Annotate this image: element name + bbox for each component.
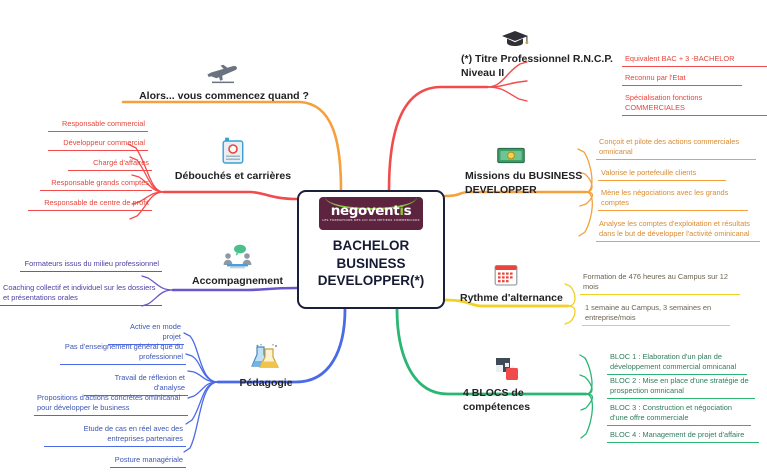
wire-titre-b3 [486, 86, 528, 102]
leaf-titre-2[interactable]: Reconnu par l'Etat [622, 73, 742, 86]
leaf-blocs-2[interactable]: BLOC 2 : Mise en place d'une stratégie d… [607, 376, 755, 399]
branch-head-blocs[interactable]: 4 BLOCS de compétences [463, 352, 593, 414]
wire-pedagogie-b3 [187, 370, 219, 383]
leaf-pedagogie-2[interactable]: Pas d'enseignement général que du profes… [60, 342, 186, 365]
leaf-blocs-4[interactable]: BLOC 4 : Management de projet d'affaire [607, 430, 759, 443]
puzzle-piece-icon [463, 352, 625, 382]
leaf-debouches-3[interactable]: Chargé d'affaires [68, 158, 152, 171]
logo-accent-dot: i [399, 203, 404, 219]
negoventis-logo: negoventis LES FORMATIONS DES CCI AUX ME… [319, 197, 423, 230]
branch-label-debouches: Débouchés et carrières [174, 170, 292, 182]
branch-head-rythme[interactable]: Rythme d'alternance [460, 257, 580, 306]
center-node[interactable]: negoventis LES FORMATIONS DES CCI AUX ME… [297, 190, 445, 309]
leaf-pedagogie-5[interactable]: Etude de cas en réel avec des entreprise… [44, 424, 186, 447]
branch-label-titre: (*) Titre Professionnel R.N.C.P. Niveau … [461, 53, 613, 79]
wire-pedagogie-b1 [183, 332, 219, 383]
lab-flask-icon [251, 342, 281, 372]
leaf-blocs-3[interactable]: BLOC 3 : Construction et négociation d'u… [607, 403, 751, 426]
leaf-accompagnement-2[interactable]: Coaching collectif et individuel sur les… [0, 283, 162, 306]
leaf-pedagogie-1[interactable]: Active en mode projet [108, 322, 184, 345]
leaf-rythme-2[interactable]: 1 semaine au Campus, 3 semaines en entre… [582, 303, 730, 326]
leaf-missions-3[interactable]: Mène les négociations avec les grands co… [598, 188, 748, 211]
airplane-takeoff-icon [207, 55, 241, 85]
branch-head-missions[interactable]: Missions du BUSINESS DEVELOPPER [465, 135, 595, 197]
calendar-icon [460, 257, 614, 287]
logo-swoosh-icon [325, 197, 417, 210]
leaf-pedagogie-3[interactable]: Travail de réflexion et d'analyse [84, 373, 188, 396]
wire-pedagogie-b2 [185, 353, 219, 383]
wire-pedagogie-b4 [187, 381, 219, 399]
leaf-debouches-2[interactable]: Développeur commercial [48, 138, 148, 151]
branch-head-alors[interactable]: Alors... vous commencez quand ? [124, 55, 324, 104]
branch-label-missions: Missions du BUSINESS DEVELOPPER [465, 170, 583, 196]
wire-pedagogie-b5 [185, 381, 219, 425]
branch-head-titre[interactable]: (*) Titre Professionnel R.N.C.P. Niveau … [461, 18, 621, 80]
logo-tagline: LES FORMATIONS DES CCI AUX METIERS COMME… [322, 218, 420, 222]
branch-label-rythme: Rythme d'alternance [460, 292, 563, 304]
banknote-icon [465, 135, 627, 165]
branch-head-accompagnement[interactable]: Accompagnement [175, 240, 300, 289]
leaf-blocs-1[interactable]: BLOC 1 : Elaboration d'un plan de dévelo… [607, 352, 747, 375]
leaf-titre-1[interactable]: Equivalent BAC + 3 -BACHELOR [622, 54, 767, 67]
logo-wordmark: negoventis [330, 203, 412, 219]
leaf-missions-4[interactable]: Analyse les comptes d'exploitation et ré… [596, 219, 760, 242]
id-badge-icon [222, 135, 244, 165]
branch-head-pedagogie[interactable]: Pédagogie [216, 342, 316, 391]
branch-label-pedagogie: Pédagogie [239, 377, 293, 389]
leaf-debouches-4[interactable]: Responsable grands comptes [40, 178, 152, 191]
leaf-missions-1[interactable]: Conçoit et pilote des actions commercial… [596, 137, 756, 160]
wire-missions-b4 [578, 191, 593, 237]
branch-label-accompagnement: Accompagnement [191, 275, 284, 287]
leaf-titre-3[interactable]: Spécialisation fonctions COMMERCIALES [622, 93, 767, 116]
wire-pedagogie-b6 [183, 381, 219, 453]
leaf-pedagogie-4[interactable]: Propositions d'actions concrètes ominica… [34, 393, 188, 416]
graduation-cap-icon [461, 18, 661, 48]
leaf-rythme-1[interactable]: Formation de 476 heures au Campus sur 12… [580, 272, 740, 295]
leaf-pedagogie-6[interactable]: Posture managériale [110, 455, 186, 468]
people-chat-icon [221, 240, 255, 270]
branch-label-blocs: 4 BLOCS de compétences [463, 387, 531, 413]
leaf-accompagnement-1[interactable]: Formateurs issus du milieu professionnel [20, 259, 162, 272]
wire-titre-b2 [486, 80, 528, 88]
branch-head-debouches[interactable]: Débouchés et carrières [163, 135, 303, 184]
leaf-debouches-5[interactable]: Responsable de centre de profit [28, 198, 152, 211]
branch-label-alors: Alors... vous commencez quand ? [139, 90, 309, 102]
center-title: BACHELOR BUSINESS DEVELOPPER(*) [317, 238, 425, 288]
leaf-missions-2[interactable]: Valorise le portefeuille clients [598, 168, 726, 181]
wire-debouches [162, 190, 299, 201]
wire-rythme-b2 [564, 305, 576, 325]
leaf-debouches-1[interactable]: Responsable commercial [48, 119, 148, 132]
